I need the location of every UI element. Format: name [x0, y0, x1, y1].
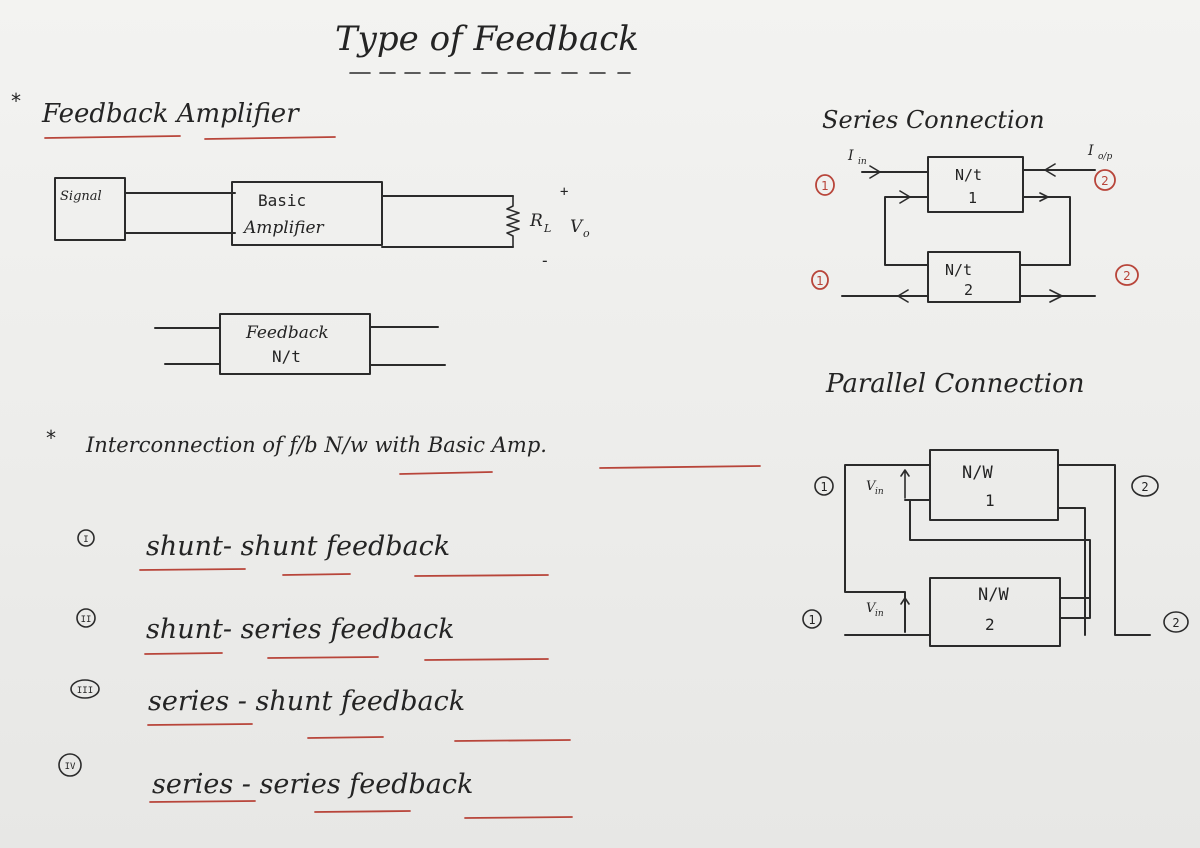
parallel-vin1-sub: in [875, 487, 884, 497]
series-net2-box [927, 251, 1021, 303]
parallel-port-right-bottom: 2 [1172, 616, 1179, 630]
feedback-network-box [219, 313, 371, 375]
series-net1-label-1: N/t [955, 166, 982, 184]
parallel-vin2-label: V [866, 601, 877, 616]
series-iop-sub: o/p [1098, 152, 1112, 162]
signal-box [54, 177, 126, 241]
series-net1-box [927, 156, 1024, 213]
parallel-port-right-top-circle [1131, 475, 1159, 497]
parallel-net2-label-2: 2 [985, 615, 995, 634]
parallel-port-right-bottom-circle [1163, 611, 1189, 633]
series-port-right-bottom: 2 [1123, 269, 1131, 283]
parallel-wires [844, 464, 1151, 636]
interconnection-heading: Interconnection of f/b N/w with Basic Am… [85, 433, 547, 457]
series-port-right-bottom-circle [1115, 264, 1139, 286]
output-voltage-sub: o [583, 227, 590, 240]
feedback-network-wires [154, 326, 446, 366]
svg-text:*: * [10, 89, 22, 113]
item-2-text: shunt- series feedback [146, 614, 454, 645]
item-1-underline [139, 568, 549, 577]
page-title: Type of Feedback [335, 19, 639, 59]
item-1-text: shunt- shunt feedback [146, 531, 450, 562]
item-4-underline [149, 800, 573, 819]
feedback-amplifier-heading: Feedback Amplifier [41, 99, 300, 129]
series-wires [841, 169, 1096, 297]
parallel-port-left-top: 1 [820, 480, 827, 494]
item-3-underline [147, 723, 571, 742]
series-iin-label: I [847, 148, 854, 164]
parallel-voltage-arrows [900, 469, 910, 631]
parallel-vin1-label: V [866, 479, 877, 494]
parallel-port-left-bottom-circle [802, 609, 822, 629]
item-4-numeral: IV [65, 762, 76, 772]
basic-amplifier-label-1: Basic [258, 191, 306, 210]
series-net2-label-2: 2 [964, 281, 973, 299]
load-resistor [506, 195, 520, 248]
series-port-right-top: 2 [1101, 174, 1109, 188]
series-port-right-top-circle [1094, 169, 1116, 191]
basic-amplifier-label-2: Amplifier [242, 218, 325, 238]
parallel-net1-label-1: N/W [962, 463, 993, 483]
load-label: R [529, 211, 543, 231]
parallel-vin2-sub: in [875, 609, 884, 619]
item-1-numeral-circle [77, 529, 95, 547]
amplifier-output-wires [381, 195, 514, 248]
parallel-net2-box [929, 577, 1061, 647]
item-4-text: series - series feedback [152, 769, 473, 800]
signal-wires [124, 192, 236, 234]
svg-text:*: * [45, 426, 57, 450]
series-port-left-bottom-circle [811, 270, 829, 290]
item-3-numeral: III [77, 686, 93, 696]
item-2-numeral: II [81, 615, 92, 625]
series-connection-heading: Series Connection [822, 106, 1045, 134]
interconnection-underline-2 [599, 465, 761, 469]
item-3-text: series - shunt feedback [148, 686, 465, 717]
parallel-port-left-bottom: 1 [808, 613, 815, 627]
item-1-numeral: I [83, 535, 88, 545]
feedback-network-label-2: N/t [272, 347, 301, 366]
heading-underline-2 [204, 136, 336, 140]
series-net1-label-2: 1 [968, 189, 977, 207]
item-2-numeral-circle [76, 608, 96, 628]
interconnection-underline-1 [399, 471, 493, 475]
series-iop-label: I [1087, 143, 1094, 159]
output-voltage-label: V [570, 217, 584, 237]
series-iin-sub: in [858, 157, 867, 167]
series-port-left-bottom: 1 [816, 274, 824, 288]
item-3-numeral-circle [70, 679, 100, 699]
parallel-port-right-top: 2 [1141, 480, 1148, 494]
parallel-net1-label-2: 1 [985, 491, 995, 510]
parallel-net1-box [929, 449, 1059, 521]
series-port-left-top: 1 [821, 179, 829, 193]
basic-amplifier-box [231, 181, 383, 246]
output-plus: + [560, 184, 568, 200]
series-net2-label-1: N/t [945, 261, 972, 279]
item-2-underline [144, 652, 549, 661]
parallel-connection-heading: Parallel Connection [825, 369, 1085, 399]
output-minus: - [540, 251, 550, 270]
heading-underline-1 [44, 135, 181, 139]
feedback-network-label-1: Feedback [245, 323, 329, 343]
item-4-numeral-circle [58, 753, 82, 777]
signal-label: Signal [60, 189, 102, 204]
load-label-sub: L [543, 222, 551, 235]
series-port-left-top-circle [815, 174, 835, 196]
parallel-port-left-top-circle [814, 476, 834, 496]
parallel-net2-label-1: N/W [978, 585, 1009, 605]
series-current-arrows [869, 163, 1063, 303]
